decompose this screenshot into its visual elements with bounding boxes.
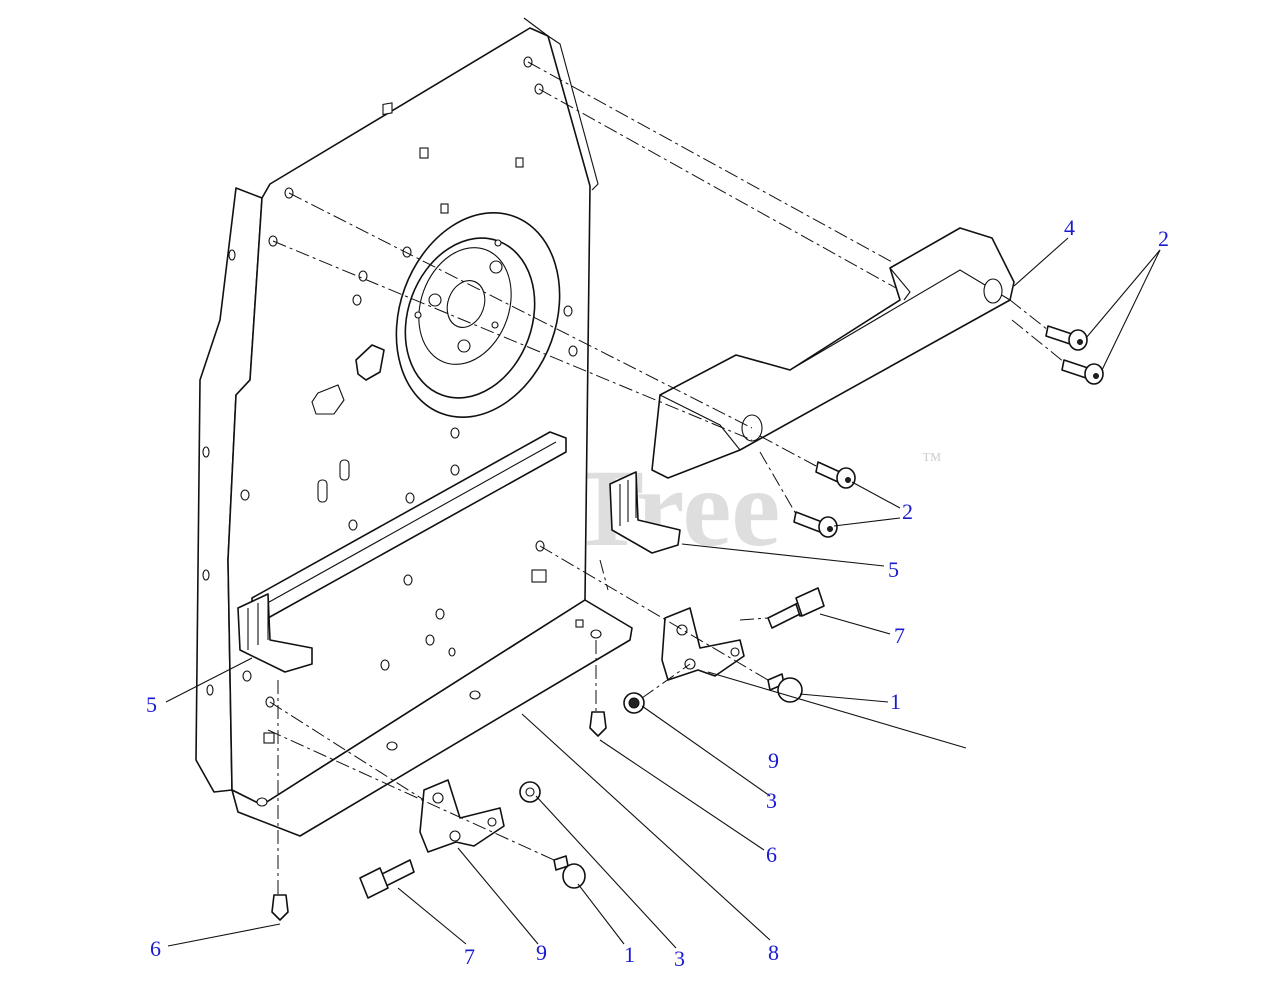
flange-hole xyxy=(469,690,481,700)
callout-1[interactable]: 1 xyxy=(890,689,901,714)
flange-hole xyxy=(386,741,398,751)
callout-6[interactable]: 6 xyxy=(150,936,161,961)
guide-part-left xyxy=(237,593,313,673)
bracket-part-left xyxy=(419,779,505,853)
callout-7[interactable]: 7 xyxy=(894,623,905,648)
plate-slots xyxy=(263,102,584,744)
bracket-part-right xyxy=(661,607,745,681)
watermark-tm: ™ xyxy=(922,449,942,471)
callouts: 4 2 2 5 5 7 1 9 3 6 6 7 9 1 3 8 xyxy=(146,215,1169,971)
guide-part-right xyxy=(609,471,681,554)
callout-2[interactable]: 2 xyxy=(1158,226,1169,251)
callout-3[interactable]: 3 xyxy=(766,788,777,813)
callout-4[interactable]: 4 xyxy=(1064,215,1075,240)
plate-bottom-flange xyxy=(231,599,633,837)
screw-part-6 xyxy=(271,711,607,921)
callout-5[interactable]: 5 xyxy=(888,557,899,582)
leader-lines xyxy=(165,237,1161,949)
main-plate xyxy=(195,17,633,837)
flange-hole xyxy=(256,797,268,807)
flange-hole xyxy=(590,629,602,639)
callout-6[interactable]: 6 xyxy=(766,842,777,867)
callout-1[interactable]: 1 xyxy=(624,942,635,967)
callout-8[interactable]: 8 xyxy=(768,940,779,965)
callout-5[interactable]: 5 xyxy=(146,692,157,717)
assembly-lines xyxy=(267,61,1065,895)
callout-7[interactable]: 7 xyxy=(464,944,475,969)
bumper-bar-part xyxy=(651,227,1015,479)
callout-9[interactable]: 9 xyxy=(536,940,547,965)
bolt-part-1 xyxy=(553,673,803,889)
plate-clip xyxy=(355,344,385,381)
callout-9[interactable]: 9 xyxy=(768,748,779,773)
plate-right-bend xyxy=(547,35,599,191)
nut-part-3 xyxy=(519,692,645,803)
bolt-part-7 xyxy=(359,587,825,899)
callout-3[interactable]: 3 xyxy=(674,946,685,971)
hub xyxy=(395,211,561,419)
bolt-part-2 xyxy=(793,325,1104,538)
callout-2[interactable]: 2 xyxy=(902,499,913,524)
plate-top-edge xyxy=(523,17,549,37)
